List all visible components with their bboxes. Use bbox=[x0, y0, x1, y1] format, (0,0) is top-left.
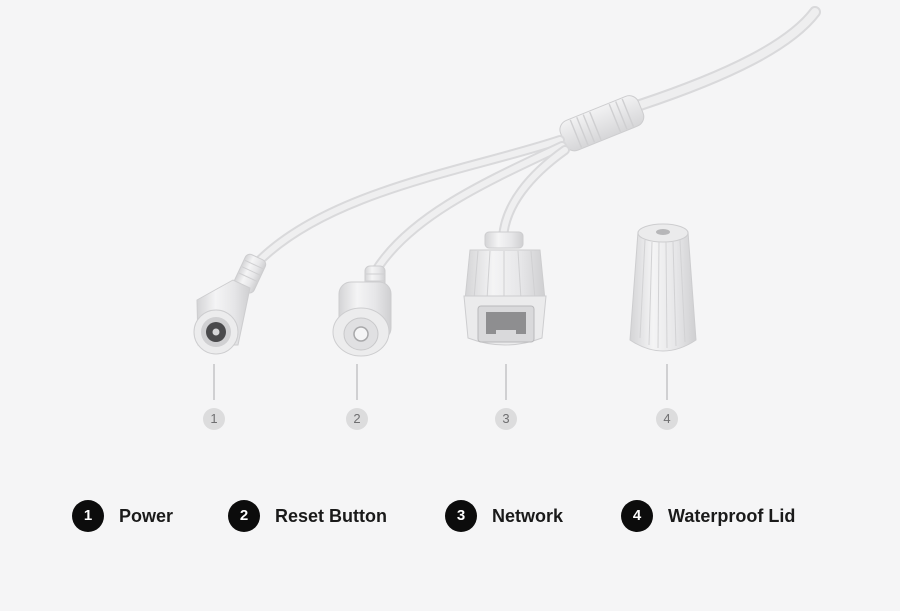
callout-4: 4 bbox=[656, 408, 678, 430]
legend-badge: 1 bbox=[72, 500, 104, 532]
legend-item-reset-button: 2 Reset Button bbox=[228, 500, 387, 532]
callout-1: 1 bbox=[203, 408, 225, 430]
legend-label: Power bbox=[119, 505, 174, 526]
reset-button-connector bbox=[332, 265, 392, 357]
legend-label: Waterproof Lid bbox=[668, 505, 796, 526]
legend-badge: 2 bbox=[228, 500, 260, 532]
legend: 1 Power 2 Reset Button 3 Network 4 Water… bbox=[0, 500, 900, 532]
legend-badge: 4 bbox=[621, 500, 653, 532]
legend-label: Reset Button bbox=[275, 505, 387, 526]
legend-label: Network bbox=[492, 505, 564, 526]
legend-item-waterproof-lid: 4 Waterproof Lid bbox=[621, 500, 795, 532]
branch-cables bbox=[253, 135, 570, 277]
leader-lines bbox=[213, 364, 668, 400]
legend-item-network: 3 Network bbox=[445, 500, 563, 532]
main-cable bbox=[634, 6, 821, 111]
callout-2: 2 bbox=[346, 408, 368, 430]
callout-3: 3 bbox=[495, 408, 517, 430]
network-connector bbox=[463, 231, 547, 346]
legend-badge: 3 bbox=[445, 500, 477, 532]
power-connector bbox=[193, 253, 267, 355]
legend-item-power: 1 Power bbox=[72, 500, 173, 532]
cable-splitter bbox=[559, 95, 645, 152]
waterproof-lid bbox=[629, 223, 697, 352]
